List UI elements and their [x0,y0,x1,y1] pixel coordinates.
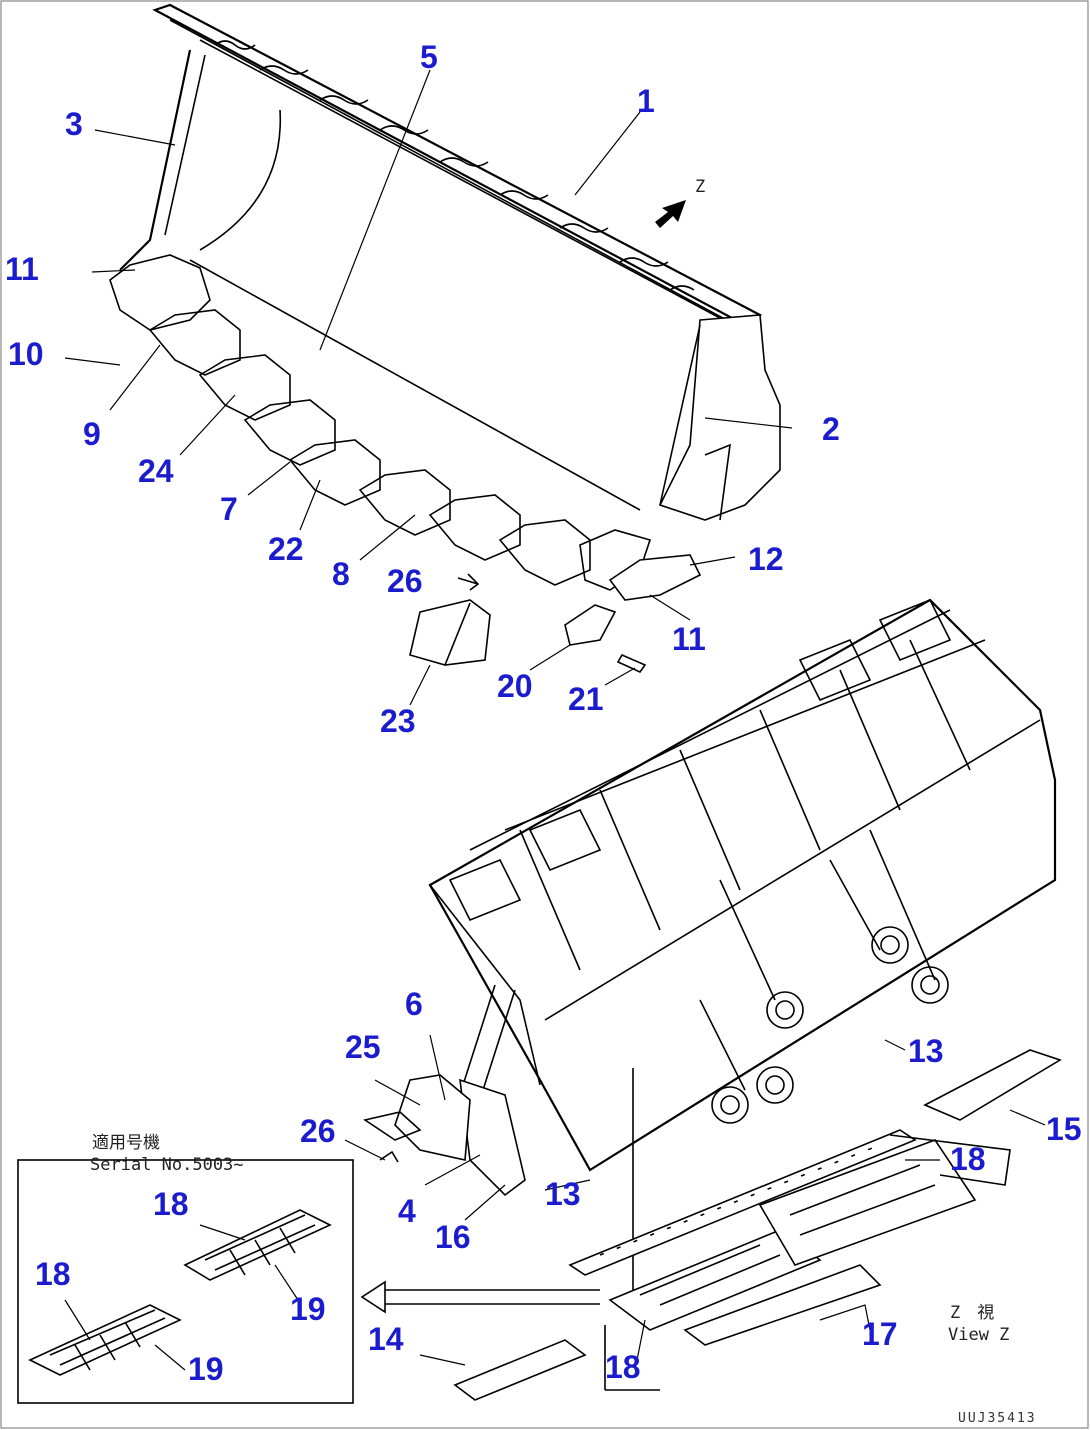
callout-19b: 19 [188,1351,224,1387]
wear-plates [360,1049,1062,1401]
callout-18c: 18 [153,1186,189,1222]
corner-adapter [608,554,702,601]
callout-7: 7 [220,491,238,527]
inset-note-serial: Serial No.5003~ [90,1155,244,1175]
serial-inset: 適用号機 Serial No.5003~ [17,1133,354,1404]
upper-bucket: Z [109,3,781,601]
callout-18d: 18 [35,1256,71,1292]
part-18-plate-b [758,1139,977,1266]
part-23-tooth [409,599,491,666]
callout-3: 3 [65,106,83,142]
callout-18b: 18 [605,1349,641,1385]
inset-note-jp: 適用号機 [92,1133,160,1153]
lower-bucket-body [428,598,1057,1172]
callout-15: 15 [1046,1111,1082,1147]
leader-lines [64,69,1046,1371]
callout-13a: 13 [908,1033,944,1069]
callout-12: 12 [748,541,784,577]
lower-bucket [363,598,1057,1391]
view-arrow-label: Z [695,177,705,197]
callout-26b: 26 [300,1113,336,1149]
part-15-plate [923,1049,1062,1121]
tooth-row [109,254,652,591]
callout-24: 24 [138,453,174,489]
callout-11b: 11 [672,621,706,657]
callout-14: 14 [368,1321,404,1357]
callout-13b: 13 [545,1176,581,1212]
callout-11a: 11 [5,251,39,287]
view-z-label-jp: Z 視 [950,1303,994,1323]
callout-5: 5 [420,39,438,75]
callout-19a: 19 [290,1291,326,1327]
part-17-plate [683,1264,882,1346]
callout-4: 4 [398,1193,416,1229]
callout-8: 8 [332,556,350,592]
callout-2: 2 [822,411,840,447]
callout-6: 6 [405,986,423,1022]
left-side-plate [119,49,192,271]
callout-10: 10 [8,336,44,372]
inset-arrow-icon [360,1280,386,1314]
part-26-lower-pin [363,1111,422,1141]
part-20-adapter [564,604,617,646]
part-25-corner-tooth [394,1074,471,1161]
drawing-code: UUJ35413 [958,1411,1037,1426]
side-cutter [459,1078,526,1197]
callout-16: 16 [435,1219,471,1255]
part-26-pin [457,573,480,591]
bucket-top-edge [152,3,763,327]
callouts: 1 2 3 4 5 6 7 8 9 10 11 11 12 13 13 14 1… [5,39,1082,1387]
part-18-plate-a [608,1229,822,1331]
view-z-arrow-icon [655,200,686,228]
callout-9: 9 [83,416,101,452]
inset-plate-lower [28,1304,182,1376]
callout-21: 21 [568,681,604,717]
part-13-strip [568,1129,917,1276]
callout-18a: 18 [950,1141,986,1177]
part-14-plate [453,1339,587,1401]
callout-20: 20 [497,668,533,704]
callout-1: 1 [637,83,655,119]
right-side-plate [658,314,781,521]
view-z-label-en: View Z [948,1325,1009,1345]
callout-25: 25 [345,1029,381,1065]
exploded-parts [409,573,647,674]
callout-26a: 26 [387,563,423,599]
hinge-brackets [699,829,949,1124]
callout-23: 23 [380,703,416,739]
callout-22: 22 [268,531,304,567]
part-21-pin [616,653,647,674]
callout-17: 17 [862,1316,898,1352]
